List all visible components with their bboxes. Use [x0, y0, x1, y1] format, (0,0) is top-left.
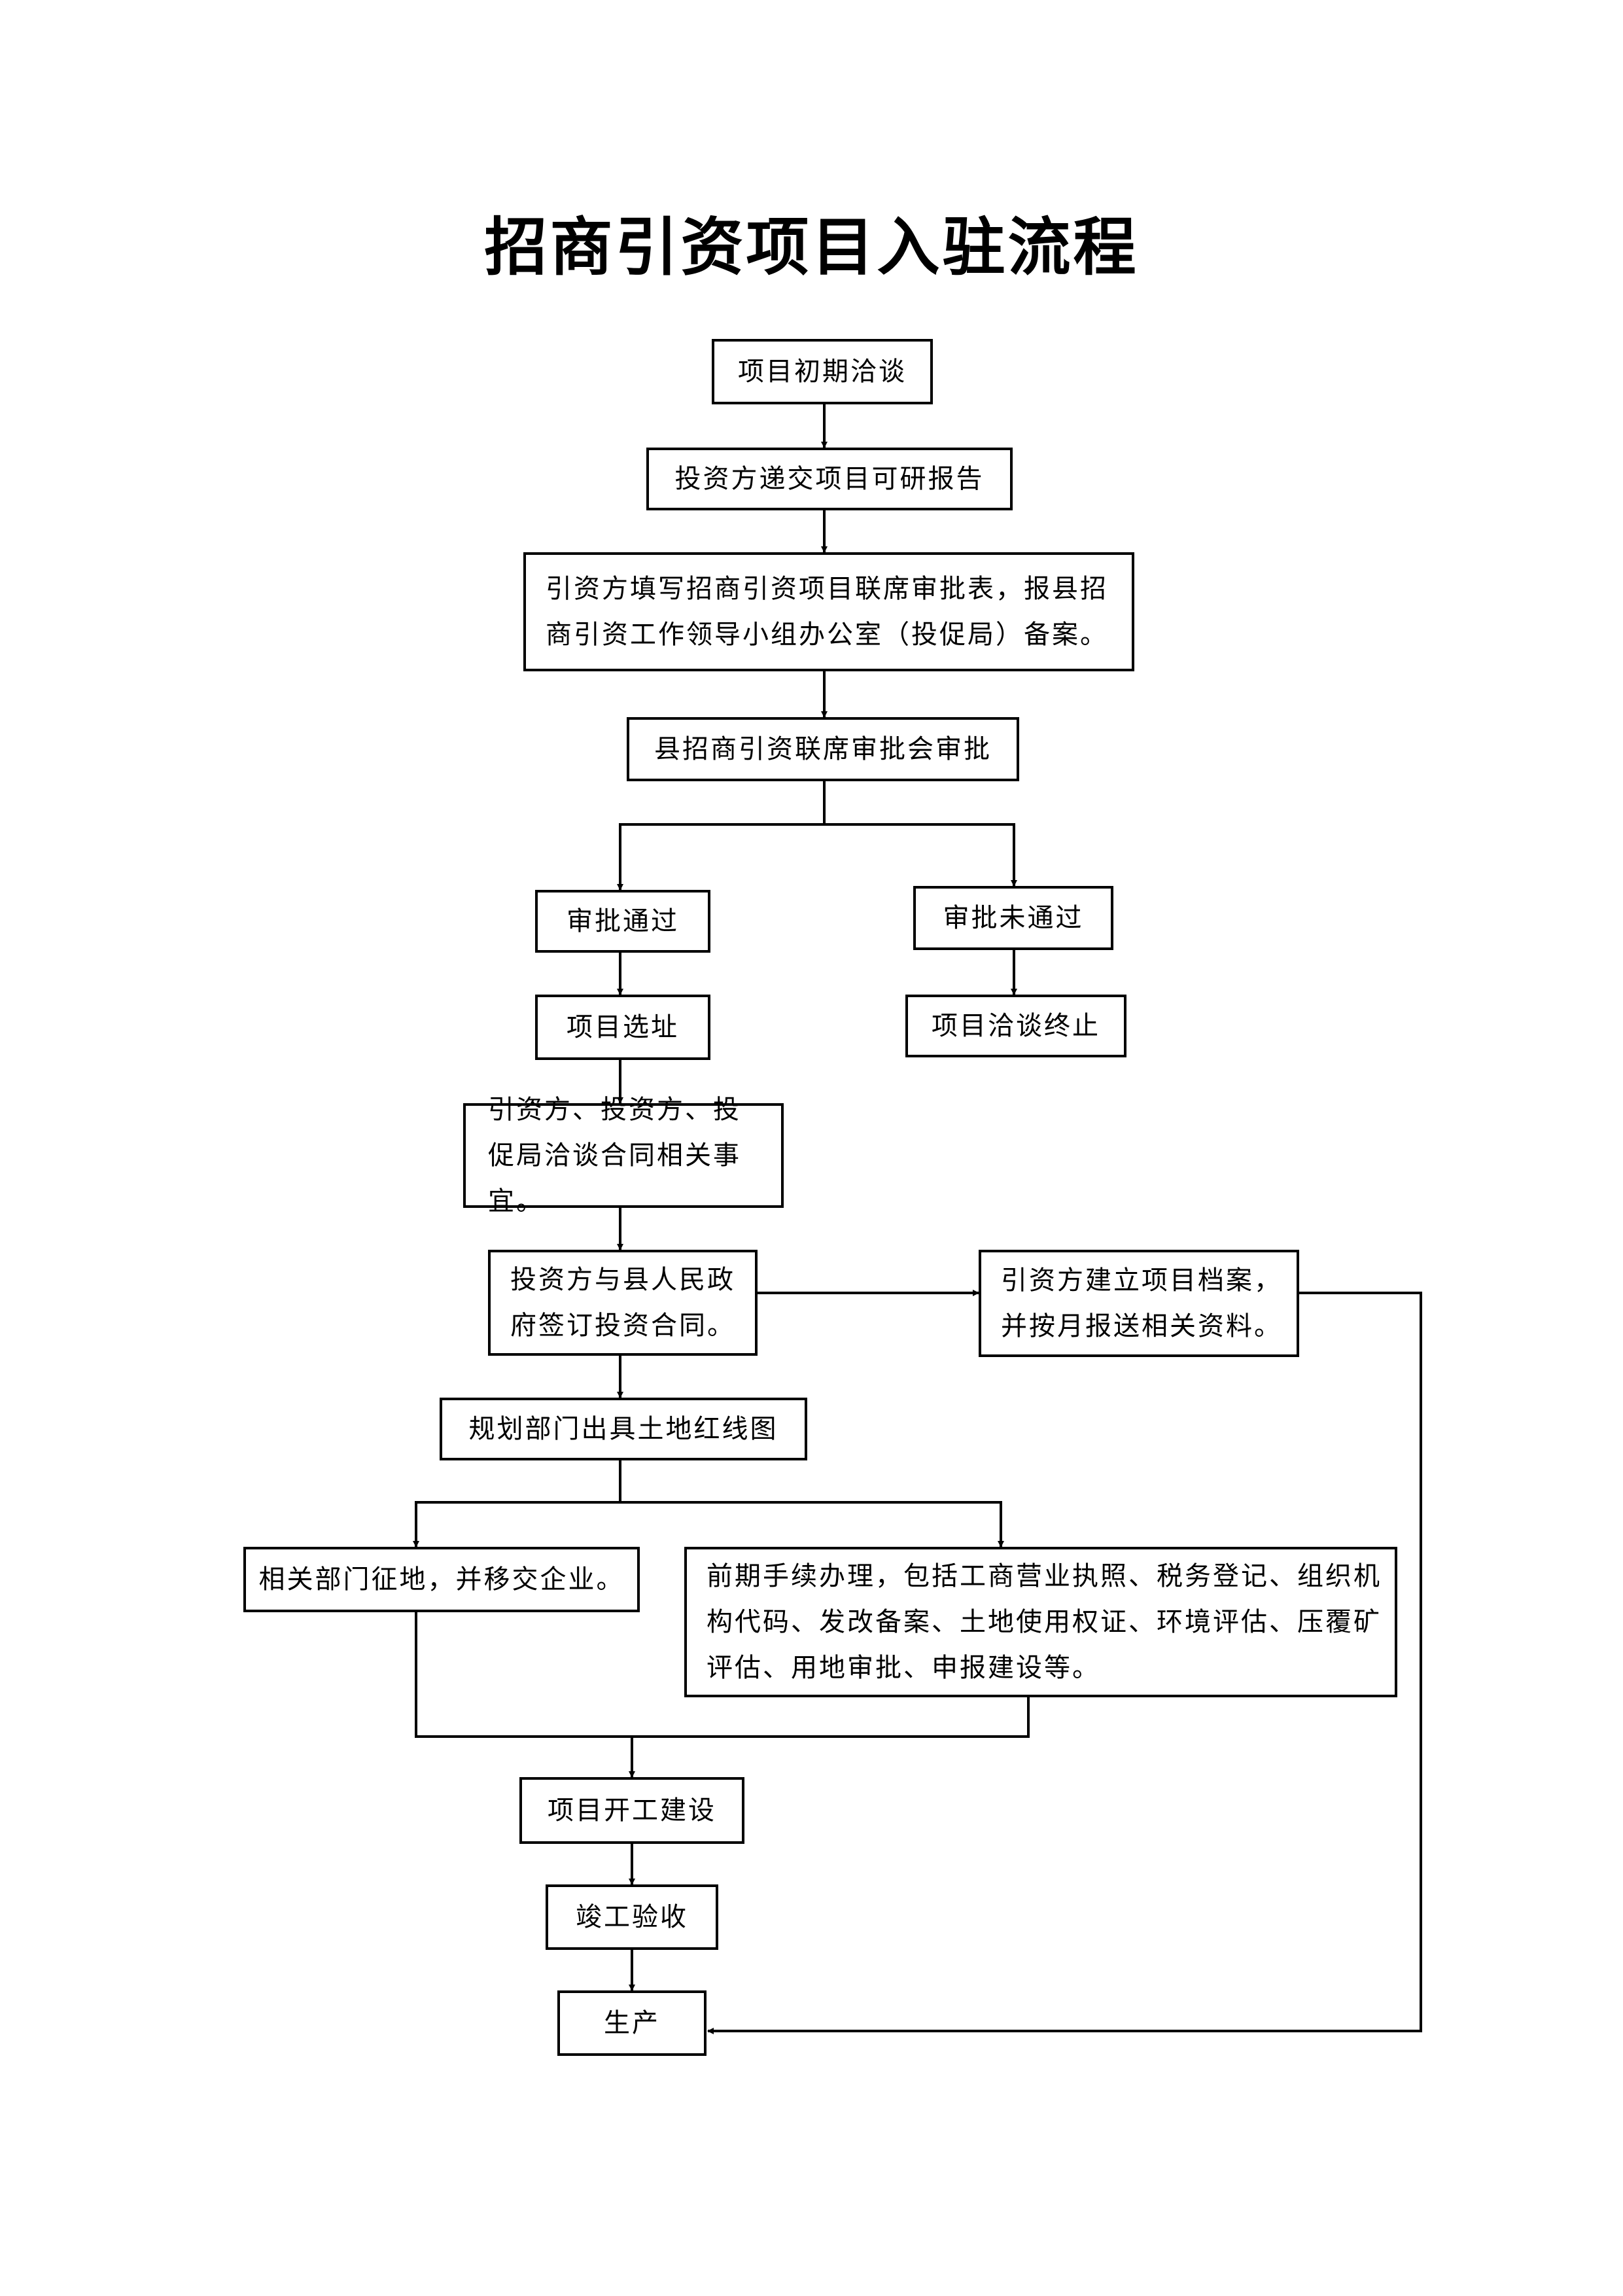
step-land-acquisition: 相关部门征地，并移交企业。 — [243, 1547, 640, 1612]
branch-split-line-right — [824, 823, 1017, 887]
step-joint-review: 县招商引资联席审批会审批 — [627, 717, 1019, 781]
step-not-approved: 审批未通过 — [913, 886, 1113, 950]
arrow-archive-to-production — [707, 1292, 1422, 2034]
branch-split-line — [617, 781, 826, 891]
step-talks-terminated: 项目洽谈终止 — [905, 995, 1126, 1057]
split-after-redline — [413, 1460, 621, 1547]
step-sign-contract: 投资方与县人民政府签订投资合同。 — [488, 1250, 758, 1356]
step-contract-talks: 引资方、投资方、投促局洽谈合同相关事宜。 — [463, 1095, 784, 1216]
page-title: 招商引资项目入驻流程 — [484, 210, 1139, 284]
step-approved: 审批通过 — [535, 890, 710, 953]
step-feasibility-report: 投资方递交项目可研报告 — [646, 448, 1013, 510]
step-register: 引资方填写招商引资项目联席审批表，报县招商引资工作领导小组办公室（投促局）备案。 — [523, 552, 1134, 671]
step-initial-talks: 项目初期洽谈 — [712, 339, 933, 404]
merge-left — [415, 1612, 1030, 1738]
step-acceptance: 竣工验收 — [546, 1884, 718, 1950]
step-construction: 项目开工建设 — [519, 1777, 744, 1844]
step-production: 生产 — [557, 1990, 707, 2056]
step-archive: 引资方建立项目档案，并按月报送相关资料。 — [979, 1250, 1299, 1357]
step-site-selection: 项目选址 — [535, 995, 710, 1060]
split-after-redline-right — [620, 1501, 1004, 1547]
step-preliminary-procedures: 前期手续办理，包括工商营业执照、税务登记、组织机构代码、发改备案、土地使用权证、… — [684, 1547, 1397, 1697]
step-red-line-map: 规划部门出具土地红线图 — [440, 1398, 807, 1460]
